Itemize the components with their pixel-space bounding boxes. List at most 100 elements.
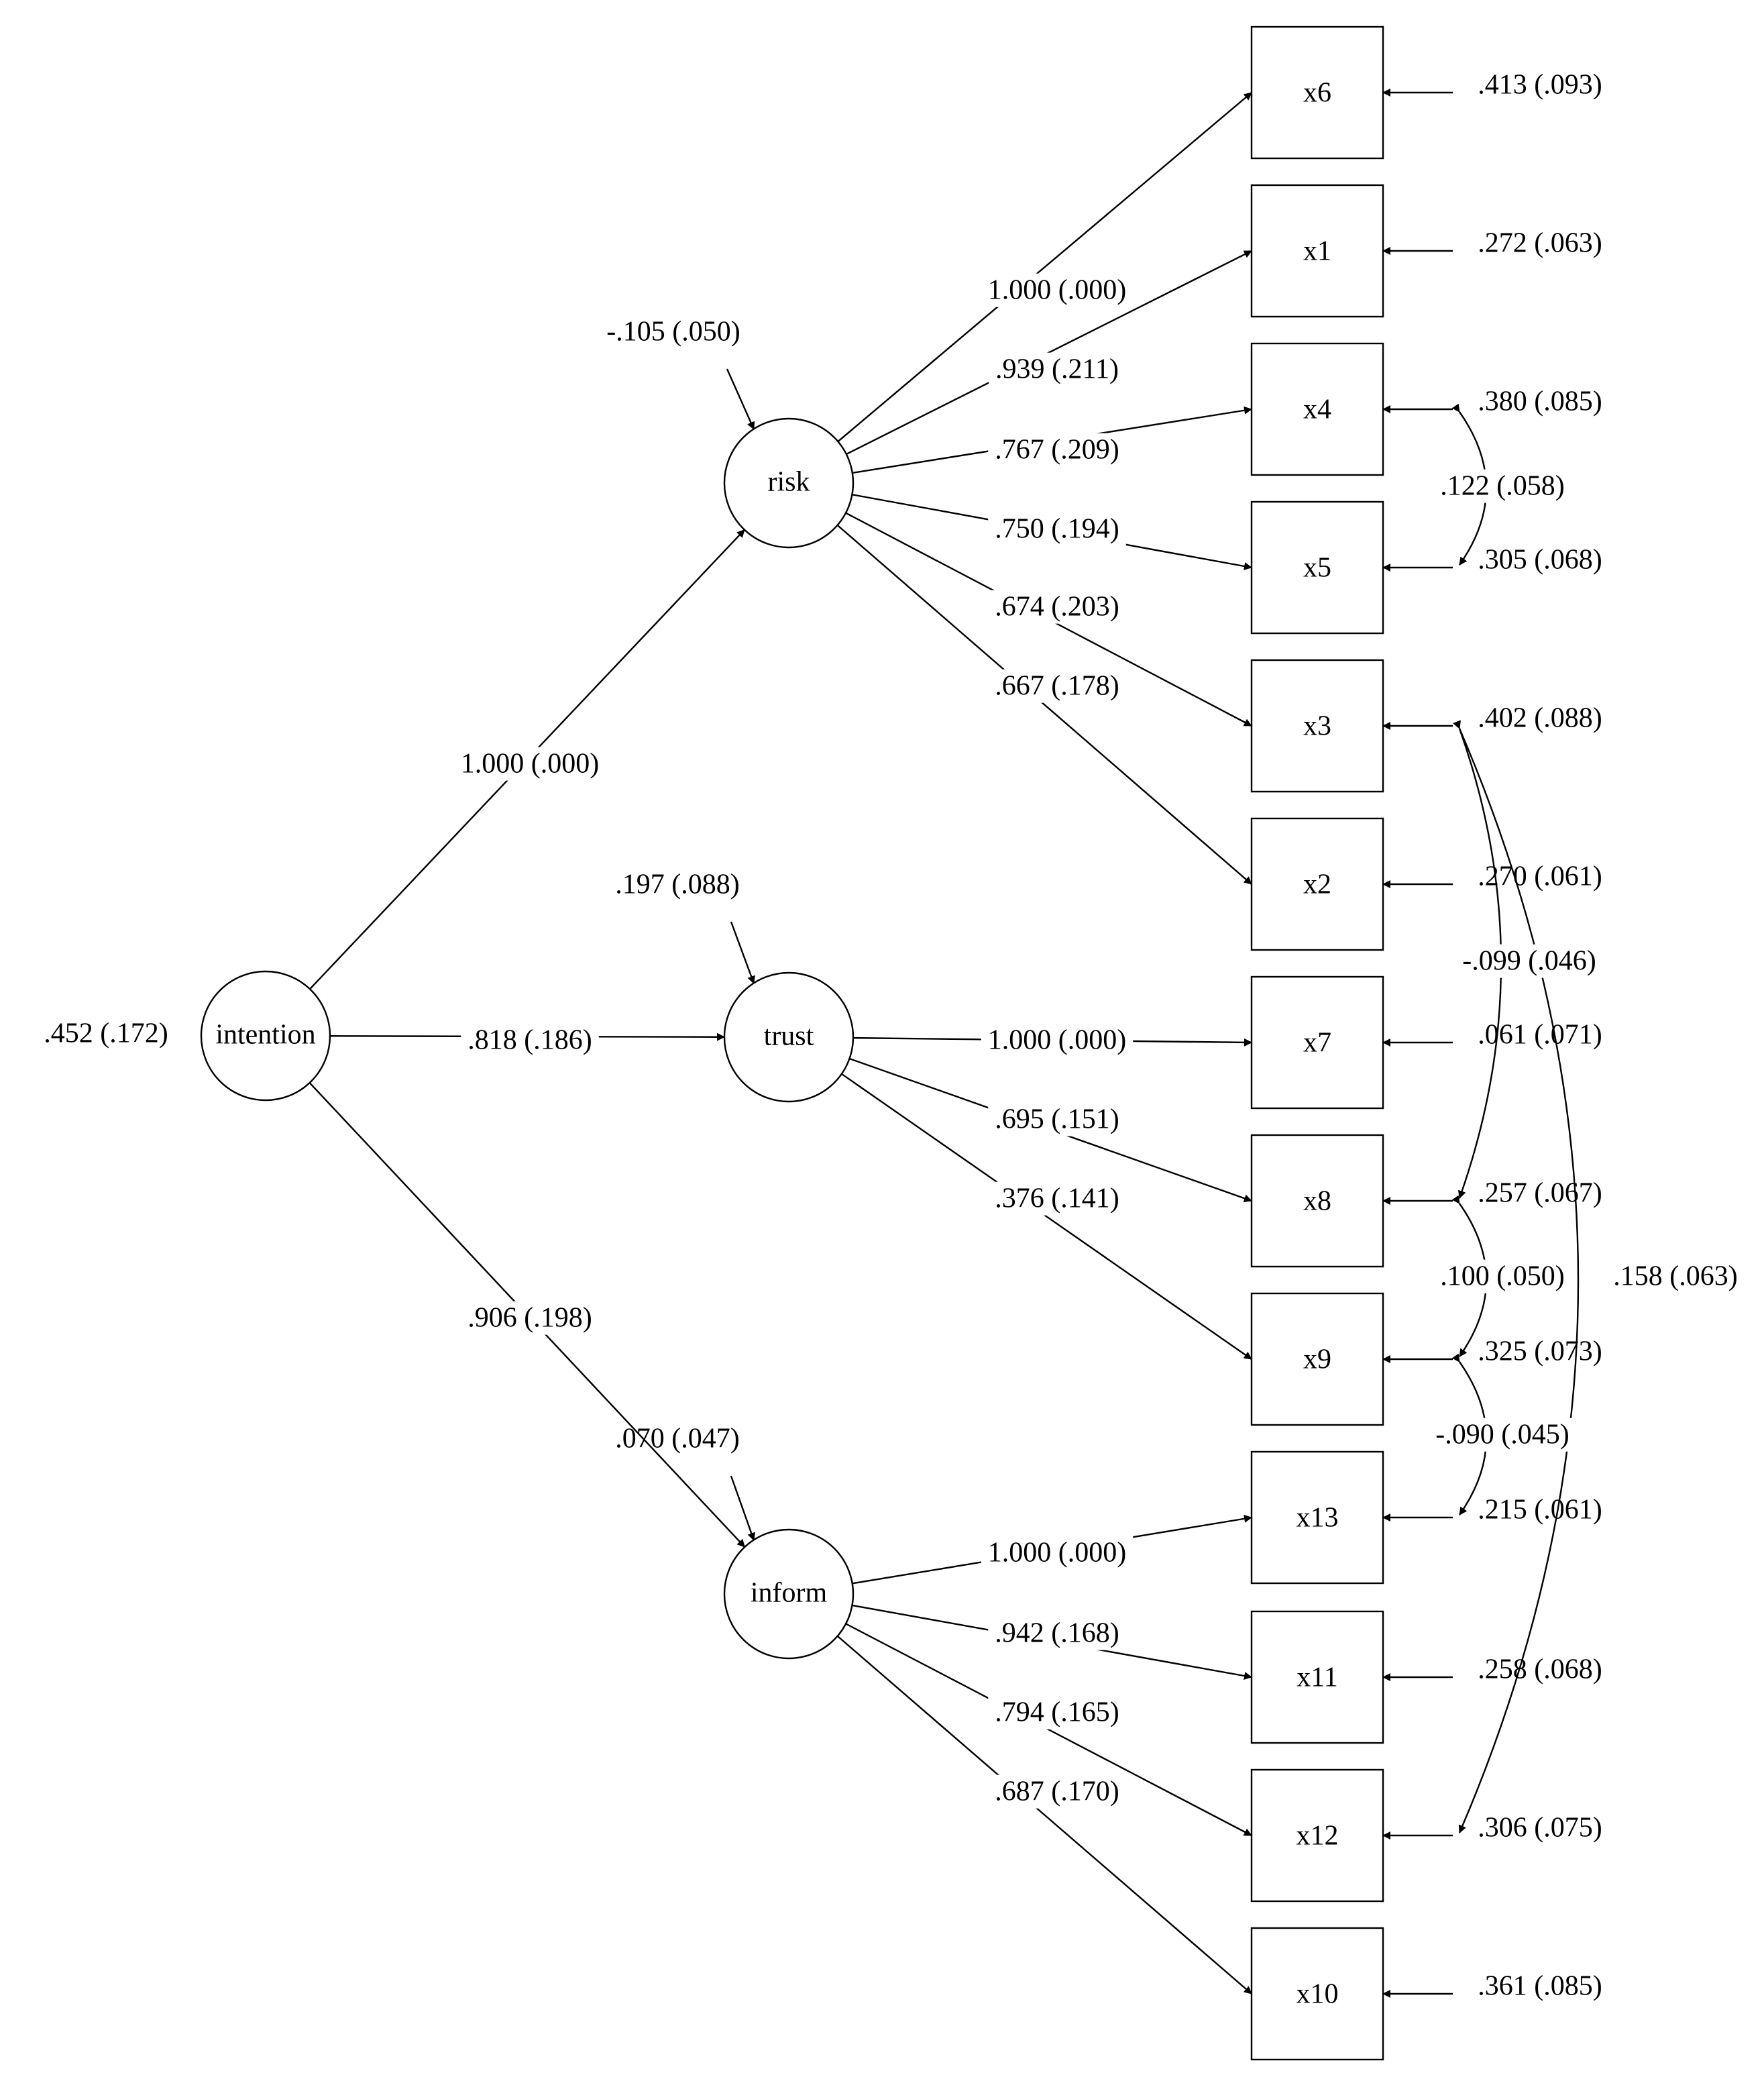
indicator-label-x5: x5 bbox=[1303, 553, 1331, 584]
label-mask bbox=[1433, 469, 1572, 503]
loading-label-x12: .794 (.165) bbox=[995, 1697, 1119, 1728]
indicator-label-x12: x12 bbox=[1297, 1821, 1339, 1852]
path-label-inform: .906 (.198) bbox=[467, 1303, 592, 1334]
latent-label-inform: inform bbox=[751, 1578, 828, 1609]
path-label-trust: .818 (.186) bbox=[467, 1025, 592, 1056]
error-label-x4: .380 (.085) bbox=[1478, 386, 1602, 417]
latent-intention bbox=[200, 970, 331, 1102]
error-label-x12: .306 (.075) bbox=[1478, 1813, 1602, 1844]
indicator-x11 bbox=[1250, 1610, 1384, 1744]
indicator-x8 bbox=[1250, 1134, 1384, 1268]
variance-inform: .070 (.047) bbox=[615, 1424, 739, 1454]
loading-label-x11: .942 (.168) bbox=[995, 1618, 1119, 1649]
error-label-x2: .270 (.061) bbox=[1478, 861, 1602, 892]
label-mask bbox=[1433, 1259, 1572, 1293]
label-mask bbox=[981, 273, 1134, 307]
error-label-x3: .402 (.088) bbox=[1478, 703, 1602, 734]
indicator-label-x10: x10 bbox=[1297, 1979, 1339, 2010]
label-mask bbox=[1455, 944, 1603, 978]
loading-inform-x10 bbox=[836, 1635, 1252, 1994]
latent-risk bbox=[723, 417, 855, 549]
label-mask bbox=[461, 1301, 599, 1335]
latent-trust bbox=[723, 971, 855, 1103]
variance-arrow-risk bbox=[726, 368, 755, 430]
indicator-x12 bbox=[1250, 1768, 1384, 1903]
indicator-x9 bbox=[1250, 1292, 1384, 1426]
indicator-label-x6: x6 bbox=[1303, 78, 1331, 109]
indicator-x4 bbox=[1250, 342, 1384, 476]
label-mask bbox=[989, 352, 1125, 386]
path-label-risk: 1.000 (.000) bbox=[461, 749, 599, 780]
covariance-x3-x12 bbox=[1453, 720, 1580, 1833]
loading-label-x2: .667 (.178) bbox=[995, 671, 1119, 702]
label-mask bbox=[988, 1695, 1126, 1729]
covariance-label-x3-x8: -.099 (.046) bbox=[1462, 946, 1596, 977]
error-label-x8: .257 (.067) bbox=[1478, 1178, 1602, 1209]
label-mask bbox=[988, 433, 1126, 467]
loading-label-x3: .674 (.203) bbox=[995, 592, 1119, 623]
covariance-label-x3-x12: .158 (.063) bbox=[1613, 1261, 1737, 1292]
indicator-x5 bbox=[1250, 500, 1384, 635]
error-label-x5: .305 (.068) bbox=[1478, 545, 1602, 576]
indicator-label-x1: x1 bbox=[1303, 236, 1331, 267]
indicator-label-x8: x8 bbox=[1303, 1186, 1331, 1217]
label-mask bbox=[988, 512, 1126, 546]
loading-label-x7: 1.000 (.000) bbox=[988, 1025, 1126, 1056]
label-mask bbox=[988, 1774, 1126, 1809]
latent-label-risk: risk bbox=[768, 467, 810, 498]
latent-label-intention: intention bbox=[215, 1020, 315, 1051]
loading-label-x10: .687 (.170) bbox=[995, 1776, 1119, 1807]
loading-label-x8: .695 (.151) bbox=[995, 1104, 1119, 1135]
label-mask bbox=[981, 1023, 1134, 1057]
error-label-x6: .413 (.093) bbox=[1478, 70, 1602, 101]
variance-risk: -.105 (.050) bbox=[606, 317, 740, 348]
loading-trust-x9 bbox=[841, 1073, 1252, 1360]
indicator-label-x7: x7 bbox=[1303, 1028, 1331, 1059]
indicator-x1 bbox=[1250, 184, 1384, 318]
indicator-label-x9: x9 bbox=[1303, 1344, 1331, 1375]
error-label-x10: .361 (.085) bbox=[1478, 1971, 1602, 2002]
loading-label-x6: 1.000 (.000) bbox=[988, 275, 1126, 306]
covariance-label-x8-x9: .100 (.050) bbox=[1440, 1261, 1564, 1292]
covariance-label-x4-x5: .122 (.058) bbox=[1440, 471, 1564, 502]
indicator-label-x3: x3 bbox=[1303, 711, 1331, 742]
covariance-label-x9-x13: -.090 (.045) bbox=[1435, 1420, 1569, 1450]
label-mask bbox=[1606, 1259, 1745, 1293]
error-label-x9: .325 (.073) bbox=[1478, 1336, 1602, 1367]
label-mask bbox=[988, 1181, 1126, 1216]
loading-label-x5: .750 (.194) bbox=[995, 514, 1119, 545]
latent-label-trust: trust bbox=[764, 1021, 814, 1052]
indicator-x6 bbox=[1250, 25, 1384, 160]
label-mask bbox=[981, 1536, 1134, 1570]
label-mask bbox=[453, 747, 606, 781]
indicator-x10 bbox=[1250, 1927, 1384, 2061]
label-mask bbox=[988, 1102, 1126, 1136]
variance-trust: .197 (.088) bbox=[615, 869, 739, 900]
indicator-x7 bbox=[1250, 975, 1384, 1110]
error-label-x11: .258 (.068) bbox=[1478, 1654, 1602, 1685]
loading-inform-x12 bbox=[845, 1623, 1252, 1837]
loading-label-x13: 1.000 (.000) bbox=[988, 1538, 1126, 1568]
label-mask bbox=[461, 1023, 599, 1057]
indicator-label-x13: x13 bbox=[1297, 1503, 1339, 1534]
indicator-x3 bbox=[1250, 659, 1384, 793]
indicator-label-x11: x11 bbox=[1297, 1662, 1337, 1693]
error-label-x1: .272 (.063) bbox=[1478, 228, 1602, 259]
label-mask bbox=[988, 1616, 1126, 1650]
label-mask bbox=[988, 590, 1126, 624]
variance-arrow-inform bbox=[730, 1475, 755, 1541]
loading-risk-x6 bbox=[837, 92, 1252, 443]
error-label-x7: .061 (.071) bbox=[1478, 1020, 1602, 1051]
indicator-label-x4: x4 bbox=[1303, 394, 1331, 425]
loading-risk-x1 bbox=[846, 250, 1252, 456]
variance-intention: .452 (.172) bbox=[44, 1018, 168, 1049]
loading-label-x1: .939 (.211) bbox=[995, 354, 1119, 385]
loading-label-x4: .767 (.209) bbox=[995, 435, 1119, 466]
label-mask bbox=[1429, 1418, 1576, 1452]
indicator-label-x2: x2 bbox=[1303, 869, 1331, 900]
loading-risk-x2 bbox=[836, 524, 1252, 885]
error-label-x13: .215 (.061) bbox=[1478, 1495, 1602, 1526]
label-mask bbox=[988, 669, 1126, 703]
latent-inform bbox=[723, 1528, 855, 1660]
